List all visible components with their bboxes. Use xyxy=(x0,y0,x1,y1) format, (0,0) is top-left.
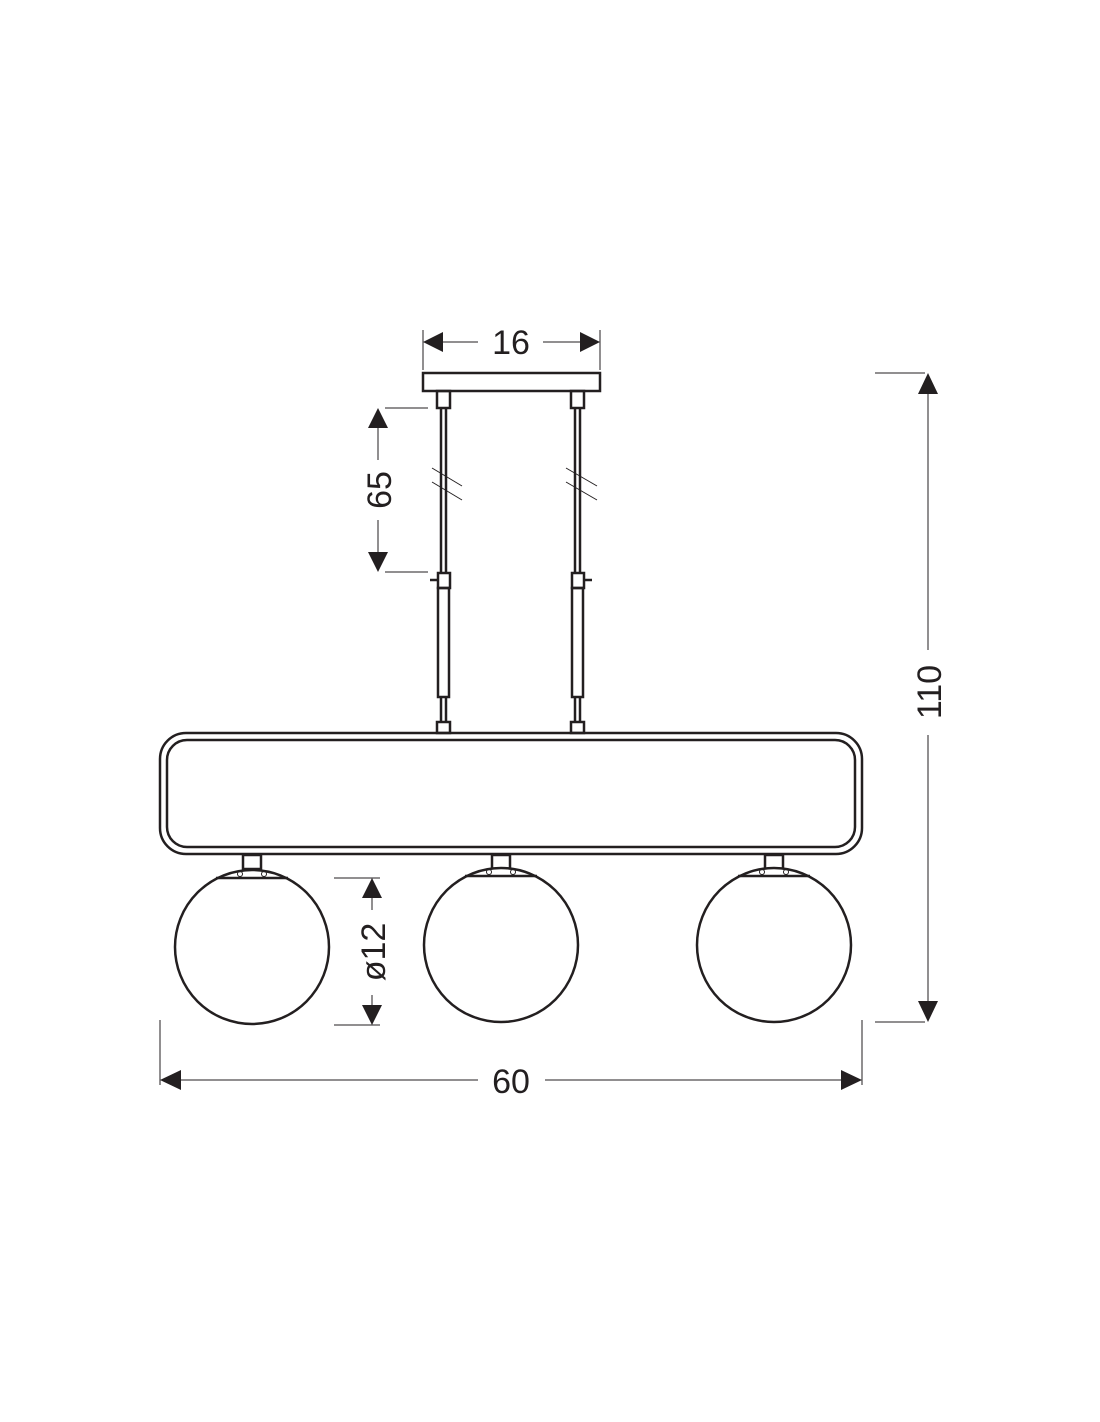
dimension-label: 60 xyxy=(492,1063,530,1101)
dimension-total-height: 110 xyxy=(875,372,949,1023)
suspension-rod-right xyxy=(565,389,598,735)
lamp-body-frame xyxy=(158,731,864,856)
globe-shade-left xyxy=(173,853,331,1026)
suspension-rod-left xyxy=(430,389,463,735)
globe-shade-center xyxy=(422,853,580,1024)
globe-shade-right xyxy=(695,853,853,1024)
dimension-label: 110 xyxy=(911,665,949,719)
dimension-label: 16 xyxy=(492,324,530,362)
dimension-canopy-width: 16 xyxy=(422,324,601,370)
dimension-cable-length: 65 xyxy=(361,407,428,573)
dimension-globe-diameter: ø12 xyxy=(334,877,393,1026)
dimension-label: ø12 xyxy=(355,923,393,982)
dimension-label: 65 xyxy=(361,471,399,509)
ceiling-canopy xyxy=(421,371,602,393)
dimension-total-width: 60 xyxy=(159,1020,863,1101)
